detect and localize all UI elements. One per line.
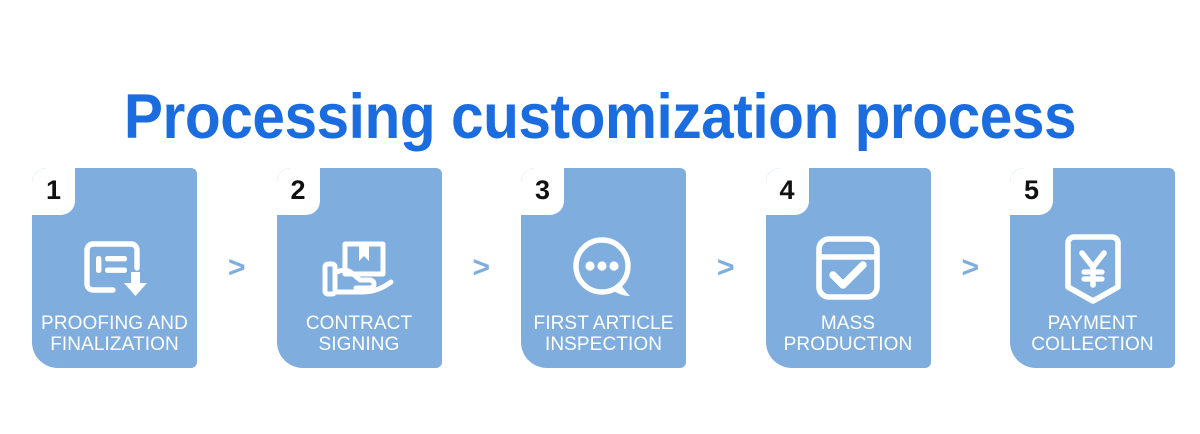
yen-banner-icon (1010, 222, 1175, 314)
calendar-check-icon (766, 222, 931, 314)
step-number-3: 3 (534, 175, 551, 205)
chevron-right-icon-3: > (716, 251, 735, 284)
step-number-badge-5: 5 (1010, 168, 1053, 215)
step-label-1: PROOFING AND FINALIZATION (41, 312, 188, 356)
step-label-5: PAYMENT COLLECTION (1031, 312, 1154, 356)
step-number-badge-2: 2 (276, 168, 320, 215)
chevron-right-icon-1: > (227, 251, 246, 284)
step-number-2: 2 (290, 175, 306, 205)
step-number-5: 5 (1023, 175, 1040, 205)
step-number-badge-3: 3 (521, 168, 564, 215)
process-step-card-5[interactable]: 5 PAYMENT COLLECTION (1010, 168, 1175, 368)
process-step-card-2[interactable]: 2 CONTRACT SIGNING (276, 168, 442, 368)
step-number-badge-4: 4 (765, 168, 809, 215)
process-step-card-4[interactable]: 4 MASS PRODUCTION (765, 168, 931, 368)
document-download-icon (32, 222, 197, 314)
step-label-2: CONTRACT SIGNING (305, 312, 413, 356)
step-number-4: 4 (779, 175, 795, 205)
process-step-card-3[interactable]: 3 FIRST ARTICLE INSPECTION (521, 168, 686, 368)
process-steps-row: 1 PROOFING AND FINALIZATION > (32, 168, 1175, 368)
step-number-badge-1: 1 (32, 168, 75, 215)
chevron-right-icon-2: > (472, 251, 491, 284)
process-step-card-1[interactable]: 1 PROOFING AND FINALIZATION (32, 168, 197, 368)
speech-bubble-dots-icon (521, 222, 686, 314)
page-title: Processing customization process (123, 82, 1077, 153)
step-label-4: MASS PRODUCTION (783, 312, 913, 356)
hand-holding-package-icon (277, 222, 442, 314)
step-label-3: FIRST ARTICLE INSPECTION (533, 312, 674, 356)
step-number-1: 1 (45, 175, 62, 205)
chevron-right-icon-4: > (961, 251, 980, 284)
